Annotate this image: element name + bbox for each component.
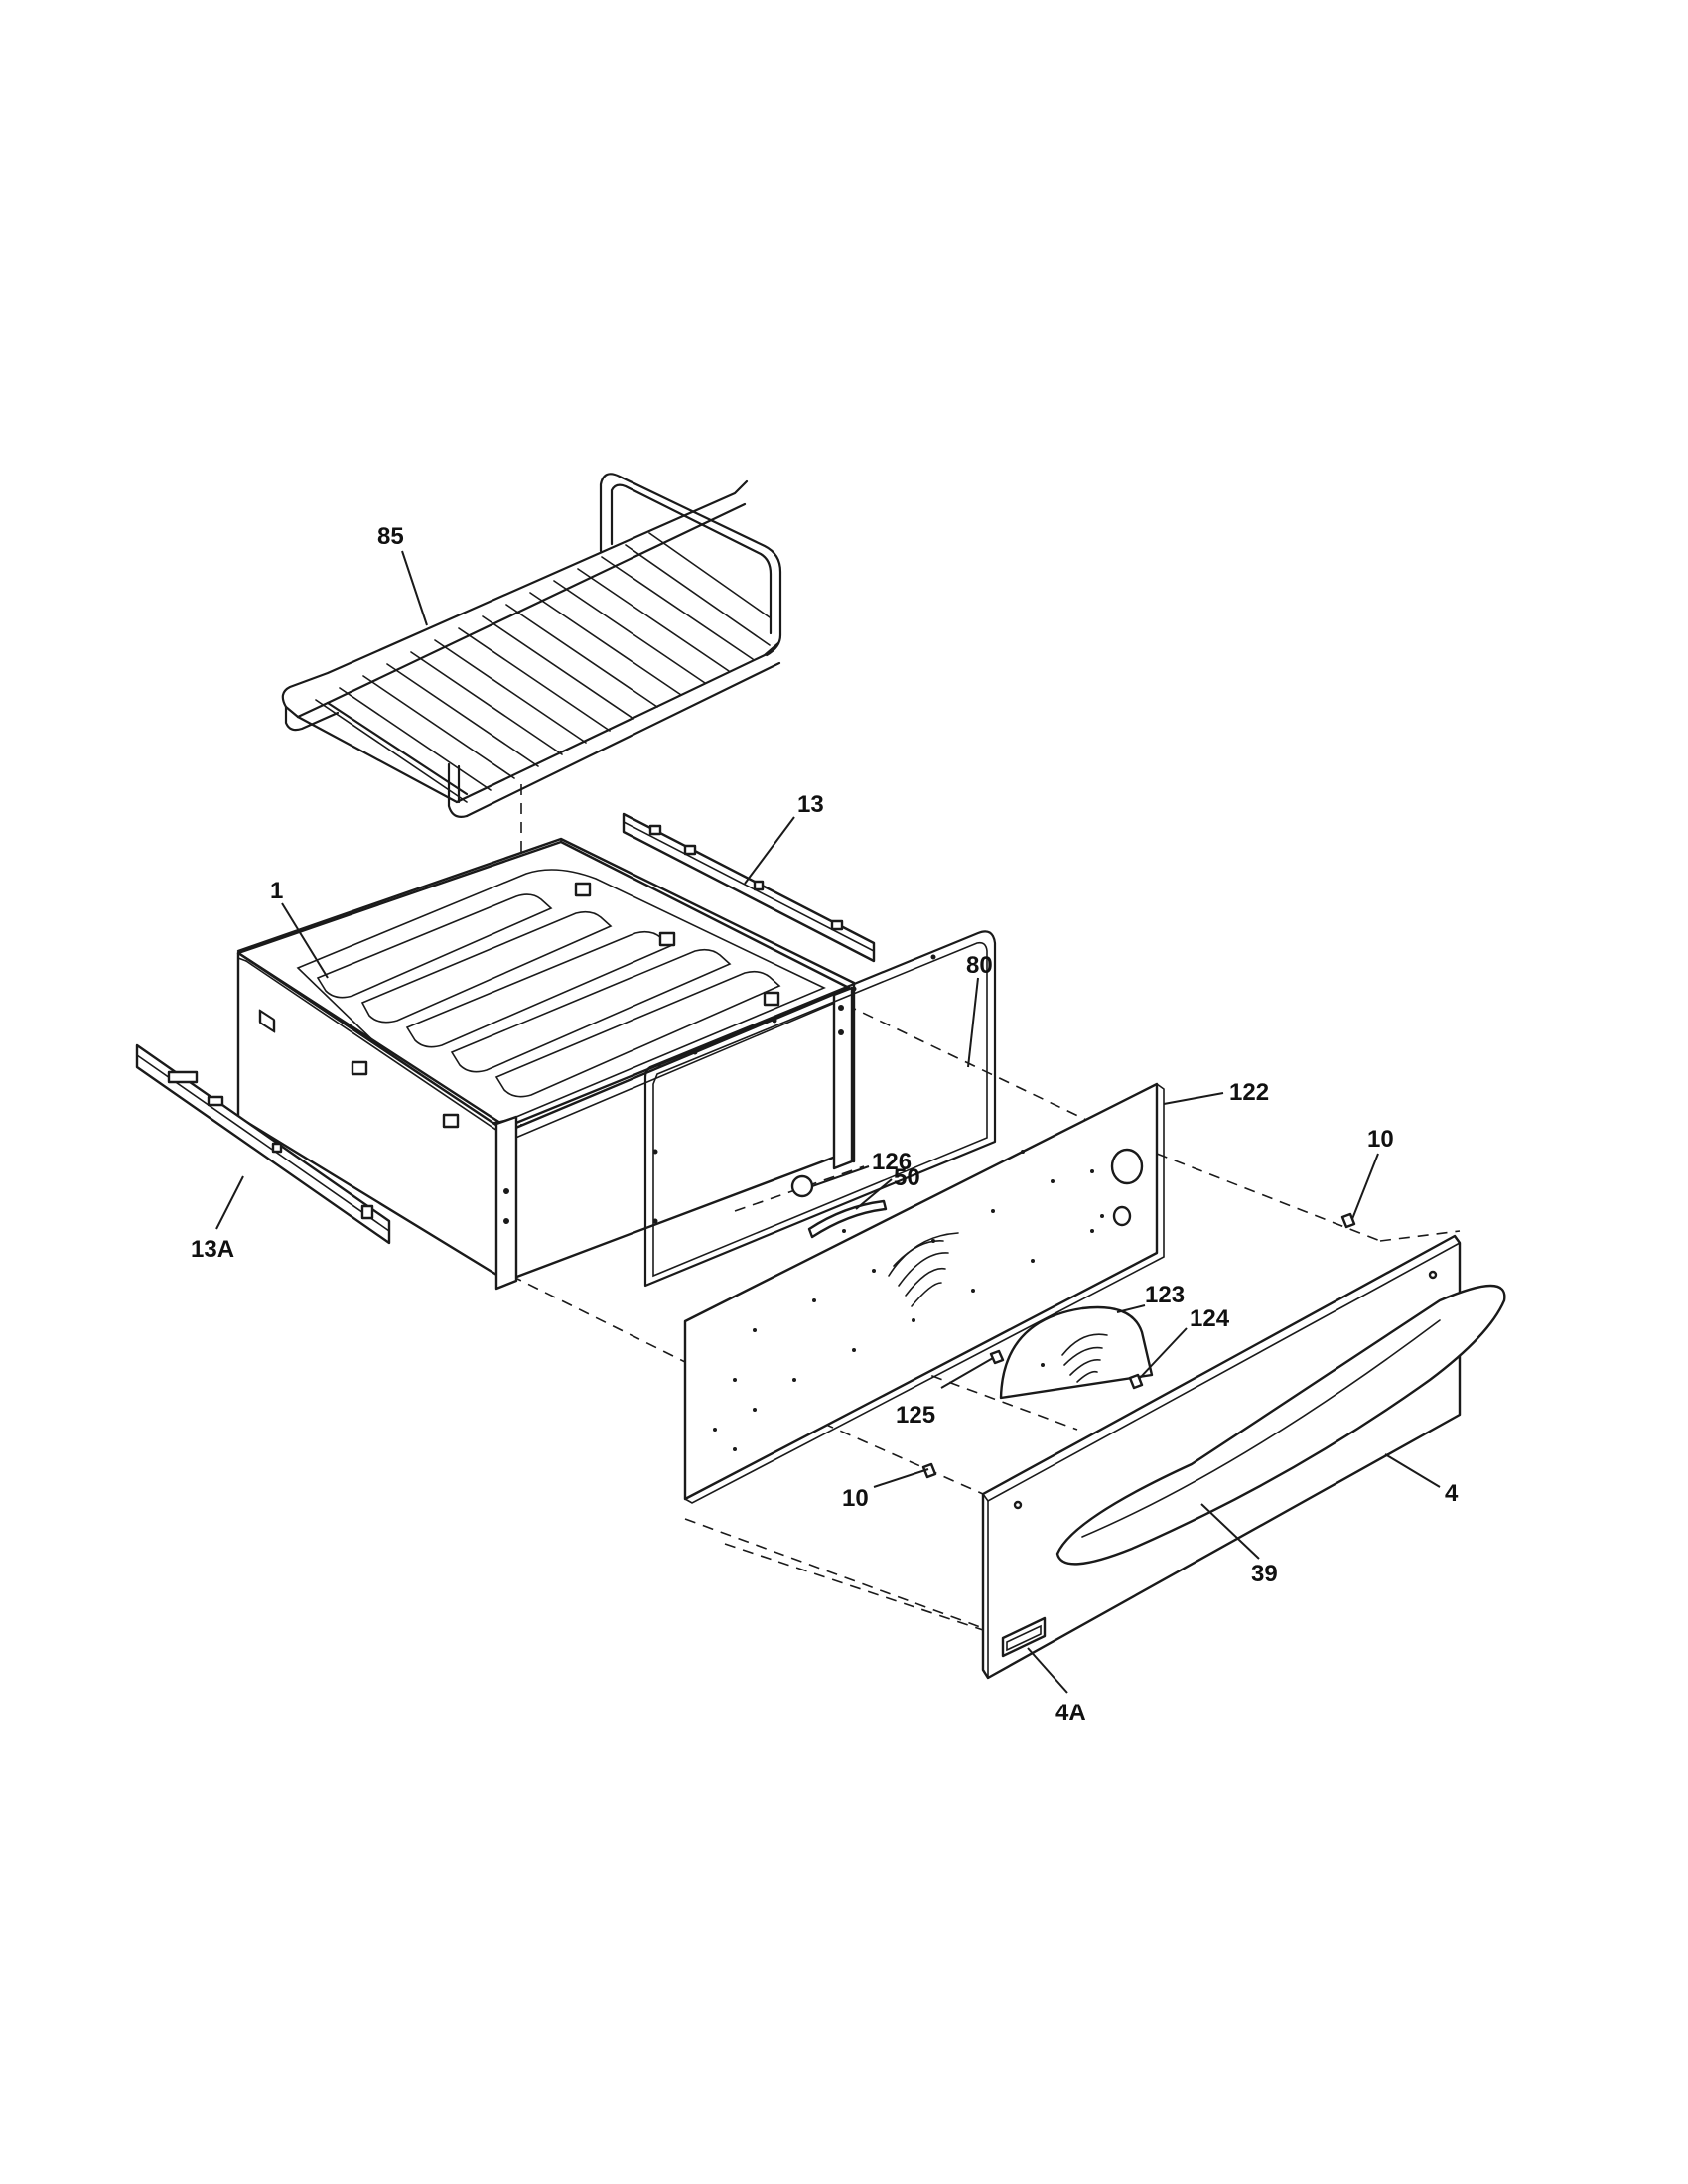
inner-panel <box>683 1082 1165 1504</box>
callout-10-upper: 10 <box>1367 1126 1394 1153</box>
callout-39: 39 <box>1251 1561 1278 1587</box>
screw-124 <box>1128 1373 1144 1390</box>
callout-1: 1 <box>270 878 283 904</box>
leader-lines <box>215 550 1441 1694</box>
door-handle <box>1055 1284 1506 1566</box>
callout-4: 4 <box>1445 1480 1459 1507</box>
callout-85: 85 <box>377 523 404 550</box>
slide-rail-right <box>622 812 876 963</box>
callout-labels: 85 13 1 80 122 10 126 50 13A 123 124 125… <box>191 523 1459 1726</box>
nameplate-badge <box>1001 1616 1047 1658</box>
callout-126: 126 <box>872 1149 912 1175</box>
trim-cover <box>999 1305 1154 1400</box>
callout-13A: 13A <box>191 1236 234 1263</box>
callout-10-lower: 10 <box>842 1485 869 1512</box>
callout-124: 124 <box>1190 1305 1230 1332</box>
callout-123: 123 <box>1145 1282 1185 1308</box>
wave-emblem-trim <box>1061 1333 1108 1383</box>
slide-rail-left <box>135 1043 391 1245</box>
screw-125 <box>989 1349 1005 1365</box>
wire-rack <box>281 473 782 818</box>
screw-10-lower <box>921 1462 937 1479</box>
callout-50: 50 <box>894 1164 920 1191</box>
rack-bars <box>315 532 771 803</box>
bumper <box>790 1174 814 1198</box>
callout-13: 13 <box>797 791 824 818</box>
screw-10-upper <box>1340 1212 1356 1229</box>
light-pipe <box>807 1199 888 1239</box>
callout-4A: 4A <box>1055 1700 1086 1726</box>
drawer-box <box>236 837 856 1291</box>
callout-80: 80 <box>966 952 993 979</box>
panel-holes <box>713 1150 1104 1451</box>
gasket <box>643 930 997 1288</box>
callout-122: 122 <box>1229 1079 1269 1106</box>
callout-125: 125 <box>896 1402 935 1429</box>
wave-emblem-inner <box>888 1232 959 1307</box>
